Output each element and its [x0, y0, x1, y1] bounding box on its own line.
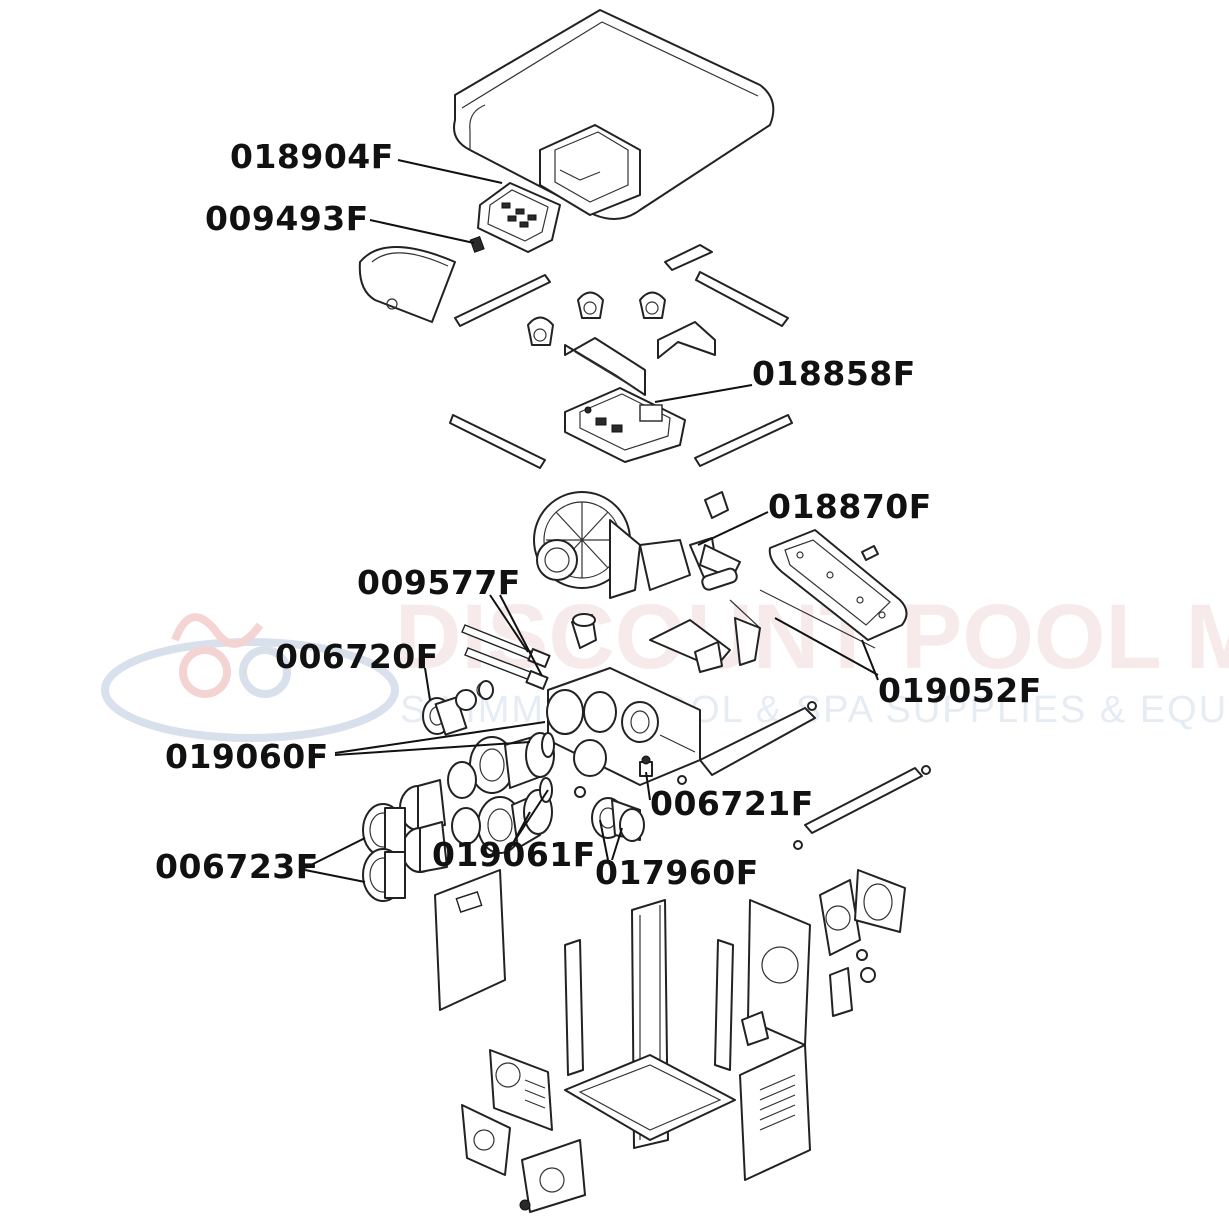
small-bracket-parts — [741, 949, 876, 1046]
cabinet-side-rails — [564, 939, 734, 1076]
small-screws — [574, 701, 931, 850]
drain-union — [591, 797, 645, 842]
shield-plates — [564, 321, 716, 396]
rear-louver-panel — [739, 1044, 811, 1181]
callout-006721F: 006721F — [650, 784, 814, 823]
inlet-outlet-unions — [469, 732, 555, 854]
sensor-wires — [729, 589, 876, 649]
pipe-adapters — [399, 779, 448, 873]
leader-lines — [304, 159, 879, 883]
wire-connector — [469, 236, 485, 253]
igniter-assembly — [649, 617, 761, 673]
callout-017960F: 017960F — [595, 853, 759, 892]
union-nuts — [362, 803, 406, 902]
exchanger-gasket — [768, 529, 908, 641]
o-rings — [447, 680, 555, 845]
water-header-manifold — [546, 667, 701, 786]
callout-labels: 018904F 009493F 018858F 018870F 009577F … — [155, 137, 1042, 892]
callout-018870F: 018870F — [768, 487, 932, 526]
watermark-logo-icon — [101, 613, 399, 742]
callout-018858F: 018858F — [752, 354, 916, 393]
access-panels — [461, 1104, 586, 1213]
base-tray — [564, 1054, 736, 1141]
watermark: DISCOUNT POOL MART SWIMMING POOL & SPA S… — [101, 586, 1229, 742]
blower-assembly — [533, 491, 741, 599]
control-board — [564, 387, 686, 463]
flue-collar — [819, 869, 906, 956]
bypass-valve — [571, 613, 597, 649]
callout-009577F: 009577F — [357, 563, 521, 602]
callout-019060F: 019060F — [165, 737, 329, 776]
top-cover — [453, 9, 775, 220]
side-cover — [358, 246, 456, 323]
combustion-rails — [699, 707, 923, 834]
callout-006723F: 006723F — [155, 847, 319, 886]
callout-019061F: 019061F — [432, 835, 596, 874]
control-panel — [477, 182, 561, 253]
callout-018904F: 018904F — [230, 137, 394, 176]
upper-rails — [449, 244, 793, 469]
front-louver-panel — [489, 1049, 553, 1131]
burner-clips — [527, 291, 666, 346]
watermark-brand: DISCOUNT POOL MART — [395, 586, 1229, 688]
callout-019052F: 019052F — [878, 671, 1042, 710]
left-door-panel — [434, 869, 506, 1011]
bracket-clip — [704, 491, 729, 519]
thermostat-probes — [461, 624, 551, 690]
callout-009493F: 009493F — [205, 199, 369, 238]
callout-006720F: 006720F — [275, 637, 439, 676]
